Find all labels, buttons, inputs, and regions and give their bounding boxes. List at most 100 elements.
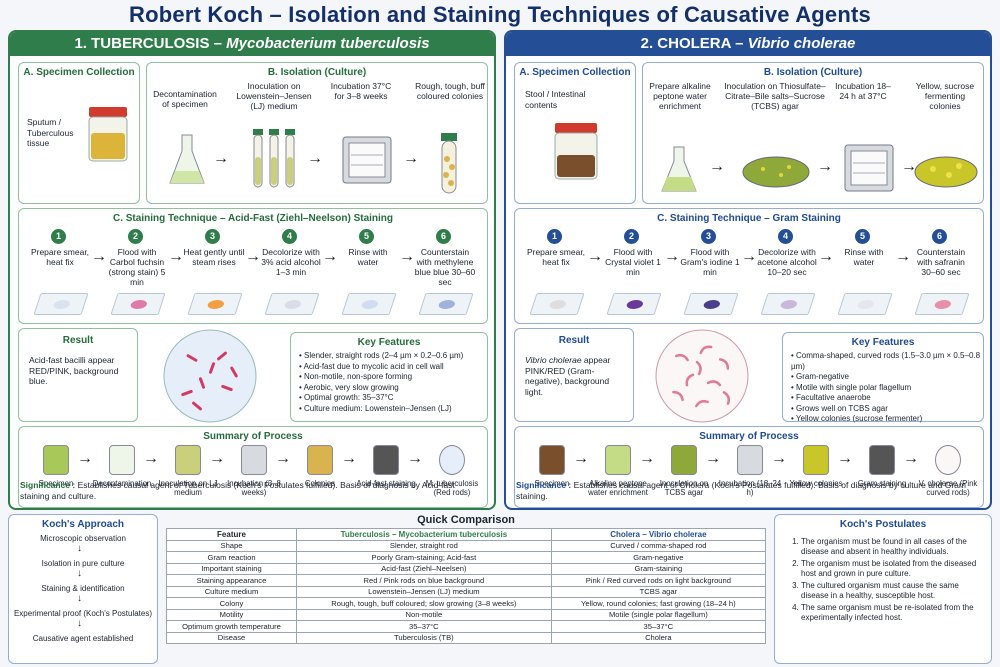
staining-step-text: Flood with Gram's iodine 1 min bbox=[680, 247, 740, 277]
tb-specimen-label: Sputum / Tuberculous tissue bbox=[27, 117, 74, 148]
down-arrow-icon: ↓ bbox=[77, 593, 82, 604]
ch-isolation-box: B. Isolation (Culture) Prepare alkaline … bbox=[642, 62, 984, 204]
arrow-icon: → bbox=[818, 248, 834, 265]
staining-step-text: Decolorize with acetone alcohol 10–20 se… bbox=[757, 247, 817, 277]
summary-step-label: M. tuberculosis (Red rods) bbox=[425, 479, 479, 497]
arrow-icon: → bbox=[895, 248, 911, 265]
glass-slide-icon bbox=[606, 293, 662, 315]
postulate-item: The cultured organism must cause the sam… bbox=[801, 581, 987, 601]
step-number-badge: 3 bbox=[205, 229, 220, 244]
staining-step-text: Counterstain with methylene blue blue 30… bbox=[414, 247, 476, 287]
table-cell: Important staining bbox=[166, 562, 297, 575]
arrow-icon: → bbox=[91, 248, 107, 265]
arrow-icon: → bbox=[817, 158, 833, 175]
glass-slide-icon bbox=[33, 293, 89, 315]
summary-step-label: Specimen bbox=[38, 479, 74, 488]
flask-icon bbox=[661, 146, 697, 192]
glass-slide-icon bbox=[760, 293, 816, 315]
ch-features-title: Key Features bbox=[851, 337, 915, 348]
smear-icon bbox=[779, 300, 799, 309]
smear-icon bbox=[437, 300, 457, 309]
smear-icon bbox=[548, 300, 568, 309]
table-header-cholera: Cholera – Vibrio cholerae bbox=[550, 528, 767, 541]
ch-feature-item: Yellow colonies (sucrose fermenter) bbox=[791, 414, 983, 425]
tcbs-plate-icon bbox=[742, 156, 810, 188]
tb-heading-text: 1. TUBERCULOSIS – bbox=[74, 35, 227, 52]
ch-feature-item: Facultative anaerobe bbox=[791, 393, 983, 404]
staining-step-text: Decolorize with 3% acid alcohol 1–3 min bbox=[261, 247, 321, 277]
smear-icon bbox=[625, 300, 645, 309]
staining-step-text: Flood with Crystal violet 1 min bbox=[605, 247, 661, 277]
summary-step-icon bbox=[935, 445, 961, 475]
step-number-badge: 1 bbox=[547, 229, 562, 244]
arrow-icon: → bbox=[209, 450, 225, 467]
smear-icon bbox=[283, 300, 303, 309]
sputum-jar-icon bbox=[88, 107, 128, 162]
table-cell: Gram-staining bbox=[550, 562, 767, 575]
glass-slide-icon bbox=[264, 293, 320, 315]
glass-slide-icon bbox=[529, 293, 585, 315]
ch-significance-text: Establishes causal agent of Cholera (Koc… bbox=[516, 480, 966, 501]
table-cell: TCBS agar bbox=[550, 585, 767, 598]
summary-step-label: Gram staining bbox=[857, 479, 907, 488]
summary-step-label: Yellow colonies bbox=[789, 479, 843, 488]
arrow-icon: → bbox=[168, 248, 184, 265]
comparison-table: Feature Tuberculosis – Mycobacterium tub… bbox=[166, 528, 767, 644]
glass-slide-icon bbox=[341, 293, 397, 315]
stool-jar-icon bbox=[554, 123, 598, 180]
table-cell: Gram-negative bbox=[550, 551, 767, 564]
curved-rod bbox=[718, 358, 730, 370]
ch-summary-box: Summary of Process Specimen→Alkaline pep… bbox=[514, 426, 984, 508]
postulate-item: The same organism must be re-isolated fr… bbox=[801, 603, 987, 623]
postulate-item: The organism must be found in all cases … bbox=[801, 537, 987, 557]
tb-specimen-title: A. Specimen Collection bbox=[23, 67, 135, 78]
tb-result-text: Acid-fast bacilli appear RED/PINK, backg… bbox=[29, 355, 119, 386]
curved-rod bbox=[685, 373, 695, 387]
tb-summary-title: Summary of Process bbox=[203, 431, 303, 442]
smear-icon bbox=[129, 300, 149, 309]
tb-significance-text: Establishes causal agent of Tuberculosis… bbox=[20, 480, 455, 501]
ch-result-text: Vibrio cholerae appear PINK/RED (Gram-ne… bbox=[525, 355, 625, 397]
step-number-badge: 6 bbox=[932, 229, 947, 244]
summary-step-icon bbox=[539, 445, 565, 475]
table-cell: Cholera bbox=[550, 631, 767, 644]
tb-feature-item: Optimal growth: 35–37°C bbox=[299, 393, 487, 404]
table-header-feature: Feature bbox=[166, 528, 297, 541]
step-number-badge: 2 bbox=[624, 229, 639, 244]
arrow-icon: → bbox=[837, 450, 853, 467]
arrow-icon: → bbox=[213, 150, 229, 167]
tb-panel-heading: 1. TUBERCULOSIS – Mycobacterium tubercul… bbox=[10, 32, 494, 56]
step-number-badge: 1 bbox=[51, 229, 66, 244]
arrow-icon: → bbox=[407, 450, 423, 467]
summary-step-icon bbox=[175, 445, 201, 475]
tb-iso-step-incubation: Incubation 37°C for 3–8 weeks bbox=[330, 81, 392, 101]
curved-rod bbox=[695, 360, 702, 376]
table-cell: Poorly Gram-staining; Acid-fast bbox=[296, 551, 552, 564]
ch-iso-step-colonies: Yellow, sucrose fermenting colonies bbox=[915, 81, 975, 111]
summary-step-label: Decontamination bbox=[92, 479, 152, 488]
ch-significance-label: Significance : bbox=[516, 480, 572, 490]
table-cell: Pink / Red curved rods on light backgrou… bbox=[550, 574, 767, 587]
table-cell: Staining appearance bbox=[166, 574, 297, 587]
ch-feature-item: Grows well on TCBS agar bbox=[791, 404, 983, 415]
acid-fast-rod bbox=[192, 401, 202, 411]
tb-feature-item: Non-motile, non-spore forming bbox=[299, 372, 487, 383]
staining-step-text: Flood with Carbol fuchsin (strong stain)… bbox=[108, 247, 166, 287]
table-cell: Non-motile bbox=[296, 608, 552, 621]
approach-step: Causative agent established bbox=[32, 634, 134, 643]
ch-feature-item: Gram-negative bbox=[791, 372, 983, 383]
step-number-badge: 3 bbox=[701, 229, 716, 244]
tb-result-box: Result Acid-fast bacilli appear RED/PINK… bbox=[18, 328, 138, 422]
step-number-badge: 5 bbox=[359, 229, 374, 244]
summary-step-icon bbox=[241, 445, 267, 475]
ch-features-list: Comma-shaped, curved rods (1.5–3.0 µm × … bbox=[791, 351, 983, 425]
table-cell: Lowenstein–Jensen (LJ) medium bbox=[296, 585, 552, 598]
ch-result-organism: Vibrio cholerae bbox=[525, 355, 582, 365]
ch-staining-title: C. Staining Technique – Gram Staining bbox=[657, 213, 841, 224]
tb-heading-organism: Mycobacterium tuberculosis bbox=[226, 35, 430, 52]
step-number-badge: 2 bbox=[128, 229, 143, 244]
table-cell: Curved / comma-shaped rod bbox=[550, 539, 767, 552]
